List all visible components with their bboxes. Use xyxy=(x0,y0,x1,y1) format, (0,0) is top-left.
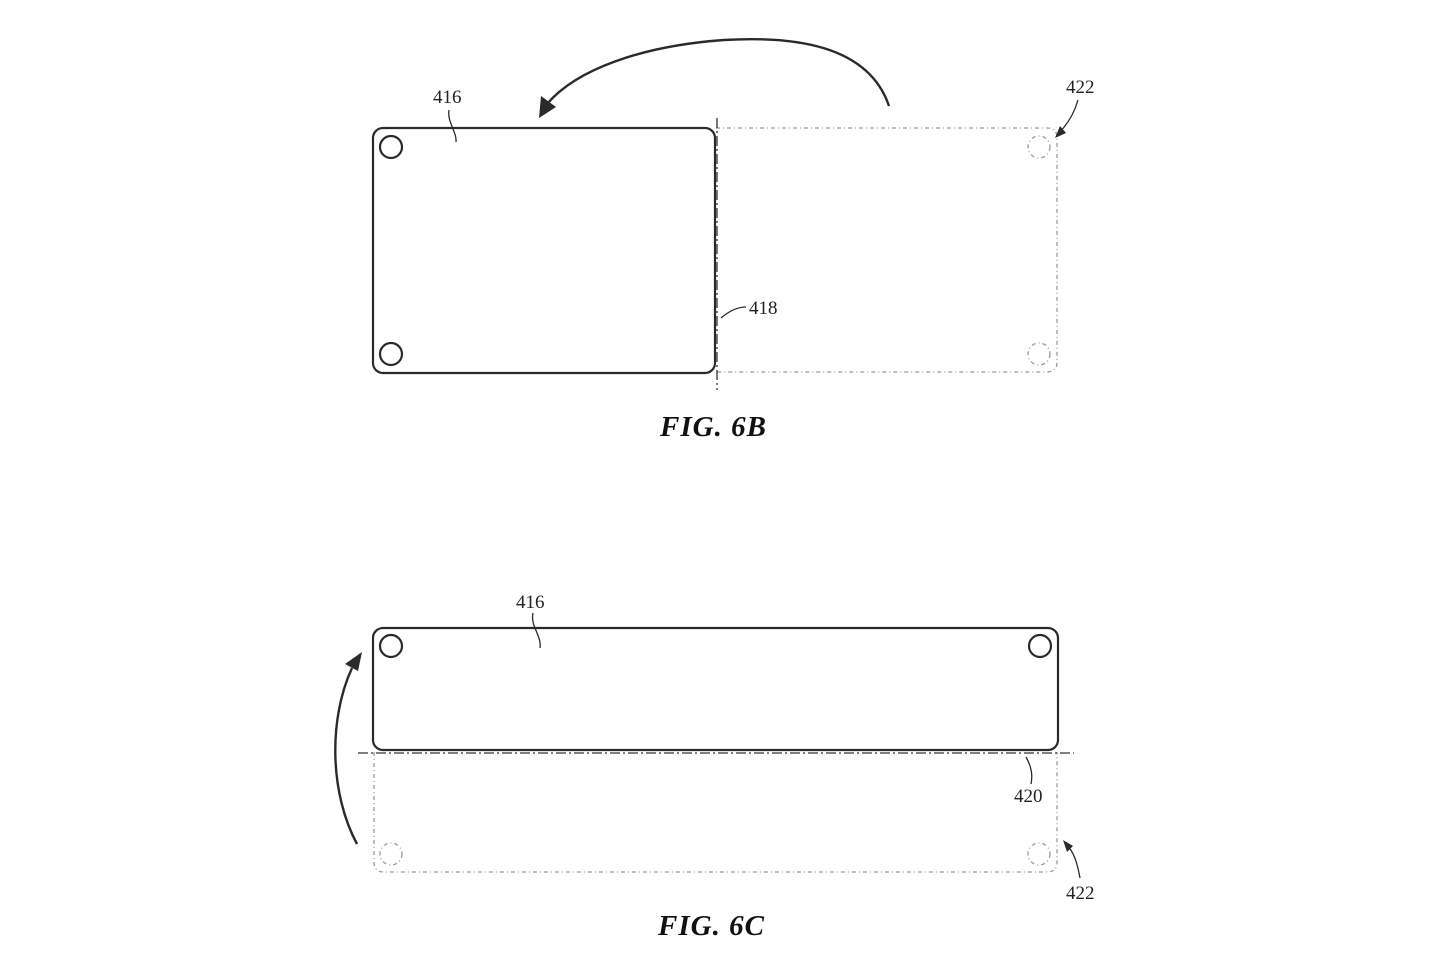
fig6c-panel xyxy=(371,626,1060,752)
fig6b-hole-top xyxy=(378,134,404,160)
fig6c-caption: FIG. 6C xyxy=(657,910,765,942)
fig6b-ghost-hole-top xyxy=(1027,135,1051,159)
fig6c-label-416: 416 xyxy=(516,592,545,613)
fig6c-hole-right xyxy=(1027,633,1053,659)
fig6b-caption: FIG. 6B xyxy=(659,411,767,443)
fig6b-unfolded-outline xyxy=(716,127,1058,373)
fig6c-label-422: 422 xyxy=(1066,883,1095,904)
fig6b-leader-416 xyxy=(448,109,457,143)
fig6b-ghost-hole-bottom xyxy=(1027,342,1051,366)
fig6b-fold-arrow xyxy=(546,37,891,107)
fig6b-hole-bottom xyxy=(378,341,404,367)
fig6b-panel xyxy=(371,126,717,375)
fig6c-fold-arrowhead xyxy=(345,652,362,671)
fig6c-ghost-hole-left xyxy=(379,842,403,866)
fig6b-fold-arrowhead xyxy=(539,96,556,118)
fig6c-leader-422-arrowhead xyxy=(1063,840,1073,852)
fig6c-hole-left xyxy=(378,633,404,659)
figure-6b: 416 418 422 FIG. 6B xyxy=(371,37,1095,443)
fig6c-leader-416 xyxy=(531,612,541,649)
fig6c-fold-arrow xyxy=(334,667,359,845)
fig6b-label-418: 418 xyxy=(749,298,778,319)
fig6c-label-420: 420 xyxy=(1014,786,1043,807)
fig6c-ghost-hole-right xyxy=(1027,842,1051,866)
figure-6c: 416 420 422 FIG. 6C xyxy=(334,592,1095,942)
fig6b-leader-418 xyxy=(720,306,747,319)
fig6c-leader-420 xyxy=(1025,756,1033,785)
fig6b-label-422: 422 xyxy=(1066,77,1095,98)
fig6b-leader-422-arrowhead xyxy=(1055,126,1066,138)
fig6b-label-416: 416 xyxy=(433,87,462,108)
fig6c-unfolded-outline xyxy=(373,752,1058,873)
